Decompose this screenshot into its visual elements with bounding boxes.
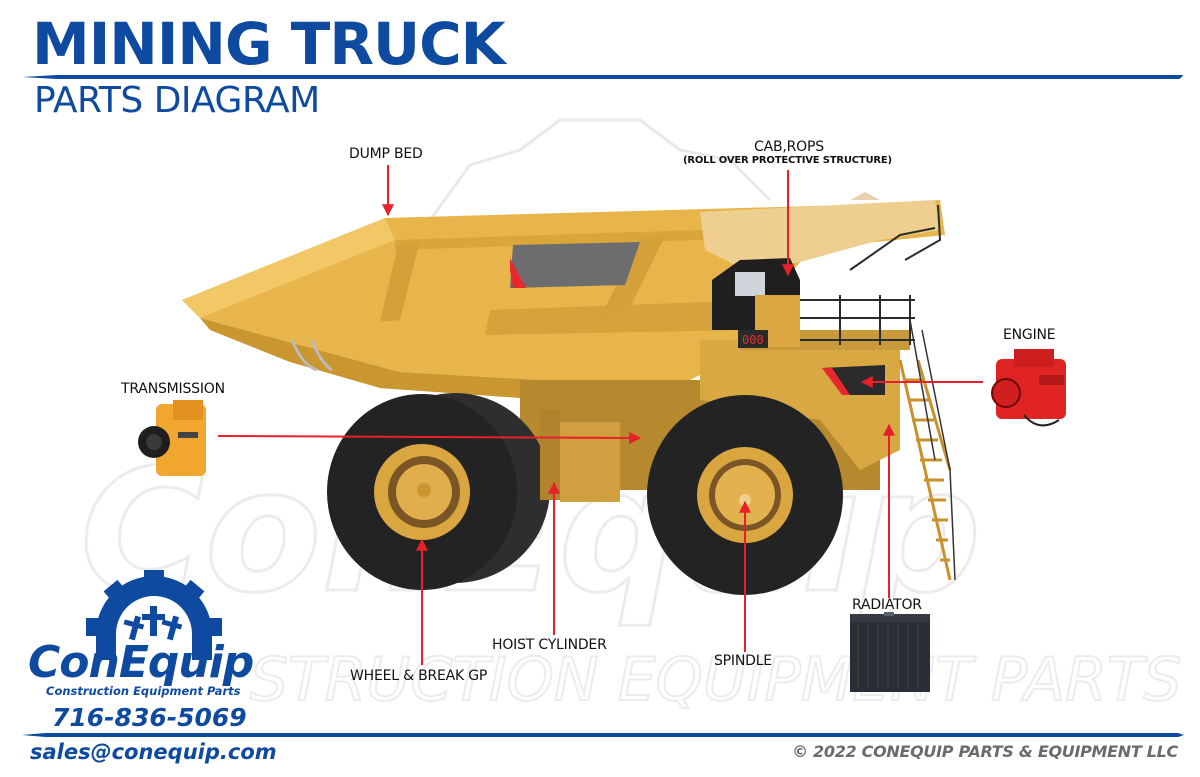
label-dump-bed: DUMP BED (349, 146, 423, 162)
radiator-thumbnail (850, 612, 930, 692)
engine-thumbnail (991, 349, 1066, 427)
email-link[interactable]: sales@conequip.com (30, 740, 277, 764)
header-divider (22, 75, 1184, 79)
label-radiator: RADIATOR (852, 597, 922, 613)
front-wheel-shape (647, 395, 843, 595)
arrow-transmission (217, 431, 642, 444)
conequip-gear-logo-icon (86, 570, 222, 660)
label-cab-rops: CAB,ROPS (754, 139, 824, 155)
label-spindle: SPINDLE (714, 653, 772, 669)
copyright-notice: © 2022 CONEQUIP PARTS & EQUIPMENT LLC (792, 742, 1178, 761)
dump-bed-shape (182, 192, 945, 405)
phone-number[interactable]: 716-836-5069 (52, 703, 247, 732)
label-cab-rops-subtext: (ROLL OVER PROTECTIVE STRUCTURE) (683, 155, 892, 166)
transmission-thumbnail (138, 400, 206, 476)
brand-tagline: Construction Equipment Parts (46, 684, 241, 698)
page-title: MINING TRUCK (32, 10, 506, 78)
hoist-box-shape (560, 422, 620, 502)
footer-divider (22, 733, 1184, 737)
page-subtitle: PARTS DIAGRAM (34, 80, 320, 121)
label-engine: ENGINE (1003, 327, 1056, 343)
label-wheel-brake: WHEEL & BREAK GP (350, 668, 488, 684)
rear-wheel-shape (327, 393, 550, 590)
label-hoist-cylinder: HOIST CYLINDER (492, 637, 607, 653)
svg-text:000: 000 (742, 333, 764, 347)
label-transmission: TRANSMISSION (121, 381, 225, 397)
brand-name: ConEquip (28, 637, 254, 688)
